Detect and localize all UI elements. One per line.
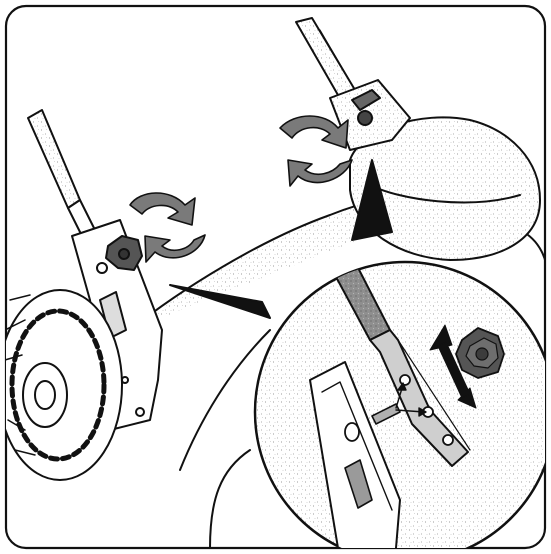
rotate-arrow-icon [129, 192, 206, 263]
alignment-arrows [395, 382, 427, 417]
rear-wheel [6, 289, 123, 481]
double-arrow-icon [429, 324, 477, 409]
engine-cover [349, 116, 541, 261]
upper-handle-right [295, 17, 411, 151]
callout-pointers [169, 159, 393, 319]
star-knob-icon [455, 327, 505, 379]
left-star-knob [105, 235, 143, 271]
handle-bar-detail [327, 262, 471, 467]
rotate-arrow-icon [279, 115, 353, 187]
bracket-detail [309, 361, 401, 548]
